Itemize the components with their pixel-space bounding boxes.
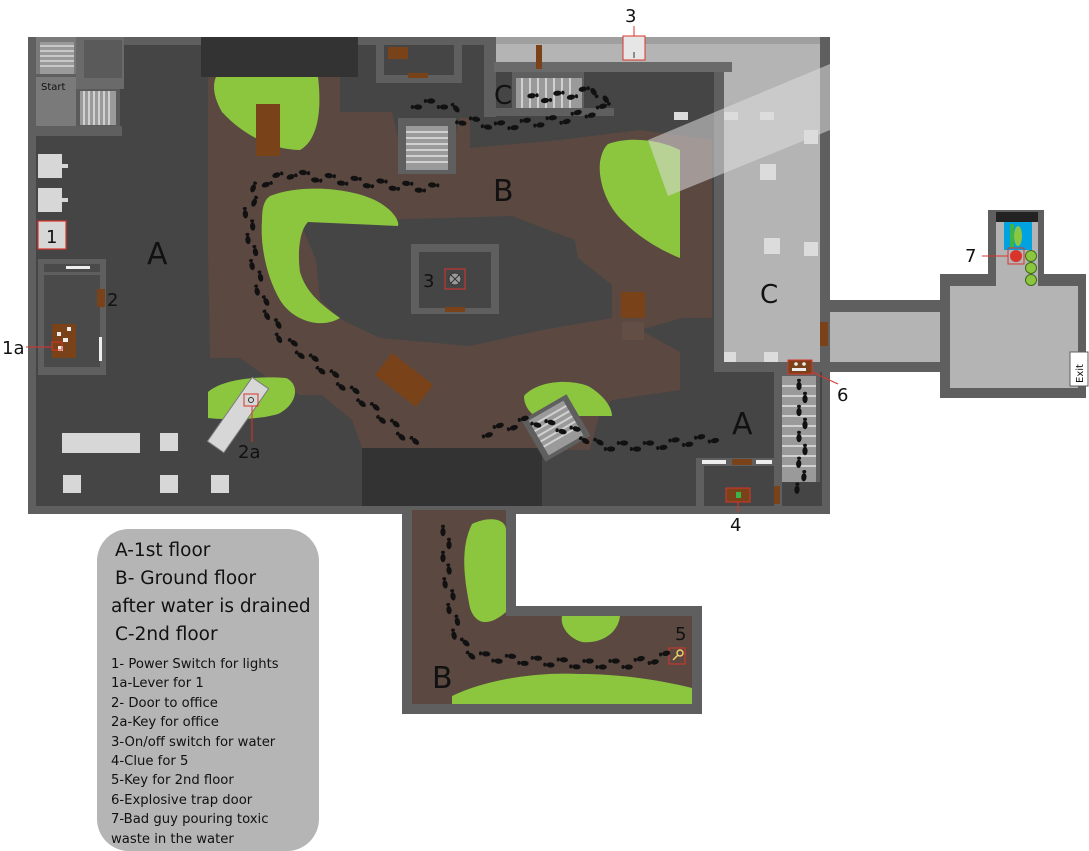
crate-1: [256, 104, 280, 156]
clue-4-box[interactable]: [725, 487, 751, 503]
area-label-b-bottom: B: [432, 661, 453, 696]
marker-7-label: 7: [965, 246, 976, 267]
marker-6-label: 6: [837, 385, 848, 406]
legend-item-5: 5-Key for 2nd floor: [111, 773, 234, 789]
wall-unit-1: [38, 154, 62, 178]
footprint: [802, 417, 808, 430]
legend-item-3: 3-On/off switch for water: [111, 734, 276, 750]
legend-floor-c: C-2nd floor: [115, 624, 218, 645]
footprint: [440, 524, 446, 537]
exit-door[interactable]: Exit: [1069, 351, 1089, 387]
stairs-rotated[interactable]: [521, 394, 591, 462]
footprint: [410, 104, 423, 110]
footprint: [796, 378, 802, 391]
footprint: [616, 440, 629, 446]
marker-2a-label: 2a: [238, 442, 260, 463]
legend-item-2: 2- Door to office: [111, 695, 218, 711]
key-2a-slab[interactable]: [206, 376, 270, 454]
start-label: Start: [41, 82, 66, 93]
crate-2: [374, 352, 434, 408]
area-label-a-left: A: [147, 237, 168, 272]
legend-floor-a: A-1st floor: [115, 540, 211, 561]
marker-1a-label: 1a: [2, 338, 24, 359]
marker-4-label: 4: [730, 515, 741, 536]
water-switch-3-center[interactable]: [444, 268, 466, 290]
light-beam: [648, 64, 830, 196]
legend-item-1: 1- Power Switch for lights: [111, 657, 279, 672]
footprint: [802, 443, 808, 456]
map-legend: A-1st floor B- Ground floor after water …: [97, 529, 319, 851]
grass-lower-1: [464, 519, 506, 623]
bench: [62, 433, 140, 453]
footprint: [796, 404, 802, 417]
legend-floor-b-note: after water is drained: [111, 596, 311, 617]
trap-door-6[interactable]: [787, 359, 813, 375]
water-switch-3-top[interactable]: [622, 35, 646, 61]
footprint: [802, 391, 808, 404]
wall-unit-2: [38, 188, 62, 212]
key-5[interactable]: [668, 647, 686, 665]
footprint: [440, 550, 446, 563]
area-label-a-right: A: [732, 407, 753, 442]
footprint: [423, 98, 436, 104]
grass-lower-3: [452, 673, 692, 704]
lever-1a[interactable]: [51, 324, 76, 358]
footprint: [796, 430, 802, 443]
area-label-c-top: C: [494, 81, 512, 111]
footprint: [446, 537, 452, 550]
green-barrel-1: [1025, 250, 1037, 262]
legend-item-4: 4-Clue for 5: [111, 754, 189, 770]
footprint: [642, 440, 655, 446]
legend-item-6: 6-Explosive trap door: [111, 792, 253, 808]
legend-item-7: 7-Bad guy pouring toxic: [111, 812, 269, 828]
legend-floor-b: B- Ground floor: [115, 568, 257, 589]
grass-lower-2: [561, 616, 620, 643]
footprint: [621, 664, 633, 670]
footprint: [608, 658, 620, 664]
crate-3: [621, 292, 645, 318]
marker-3-center-label: 3: [423, 271, 434, 292]
marker-2-label: 2: [107, 290, 118, 311]
area-label-b-center: B: [493, 174, 514, 209]
legend-item-7-cont: waste in the water: [111, 831, 234, 847]
legend-item-1a: 1a-Lever for 1: [111, 676, 204, 692]
footprint: [582, 658, 594, 664]
green-barrel-3: [1025, 274, 1037, 286]
footprint: [595, 664, 607, 670]
exit-label: Exit: [1075, 364, 1086, 383]
legend-items: 1- Power Switch for lights 1a-Lever for …: [111, 655, 311, 849]
bottom-dark-block: [362, 448, 542, 506]
stairs-right-a[interactable]: [774, 372, 820, 482]
marker-3-top-label: 3: [625, 6, 636, 27]
power-switch-1[interactable]: [37, 220, 67, 250]
start-stairs[interactable]: [80, 91, 116, 125]
marker-5-label: 5: [675, 624, 686, 645]
marker-1-label: 1: [46, 227, 57, 248]
legend-item-2a: 2a-Key for office: [111, 715, 219, 731]
footprint: [436, 104, 449, 110]
green-barrel-2: [1025, 262, 1037, 274]
office-door-2[interactable]: [97, 289, 105, 307]
toxic-vat: [1004, 222, 1032, 250]
stairs-center[interactable]: [398, 118, 456, 174]
top-dark-block: [201, 37, 358, 77]
stairs-top-c[interactable]: [512, 72, 584, 112]
footprint: [603, 446, 616, 452]
footprint: [629, 446, 642, 452]
grass-patch-2: [261, 188, 399, 324]
area-label-c-right: C: [760, 280, 778, 310]
